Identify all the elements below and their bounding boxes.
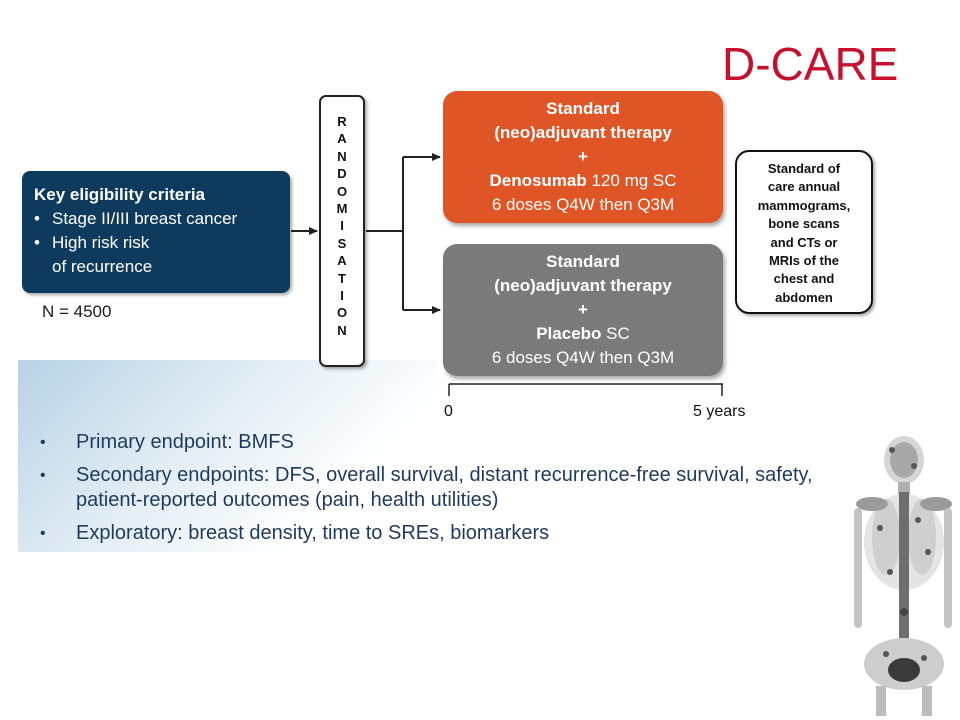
arm-plus: +: [578, 147, 588, 166]
arm-dose: SC: [601, 324, 630, 343]
followup-line: abdomen: [775, 289, 833, 305]
eligibility-heading: Key eligibility criteria: [34, 185, 206, 204]
bullet: •: [34, 233, 40, 252]
timeline-start-label: 0: [444, 403, 453, 420]
randomisation-letter: I: [340, 287, 344, 303]
randomisation-letter: T: [338, 270, 346, 286]
arm-schedule: 6 doses Q4W then Q3M: [491, 195, 675, 214]
arm-line: (neo)adjuvant therapy: [494, 123, 672, 142]
endpoint-text: Secondary endpoints: DFS, overall surviv…: [76, 464, 813, 511]
randomisation-letter: A: [337, 253, 347, 269]
followup-line: bone scans: [768, 216, 840, 232]
randomisation-letter: N: [337, 322, 347, 338]
bullet: •: [40, 467, 46, 484]
endpoints-list: • Primary endpoint: BMFS • Secondary end…: [40, 430, 860, 554]
followup-line: MRIs of the: [768, 253, 840, 269]
eligibility-item-text: High risk risk: [52, 233, 150, 252]
page-title: D-CARE: [722, 38, 899, 90]
randomisation-letter: S: [337, 235, 347, 251]
arm-line: Standard: [546, 99, 620, 118]
arm-schedule: 6 doses Q4W then Q3M: [491, 348, 675, 367]
randomisation-letter: I: [340, 218, 344, 234]
bone-scan-image: [840, 432, 958, 716]
eligibility-item: • Stage II/III breast cancer: [34, 207, 278, 231]
randomisation-letter: R: [337, 114, 347, 129]
arm-drug: Placebo: [536, 324, 602, 343]
bullet: •: [34, 209, 40, 228]
randomisation-letter: M: [336, 200, 348, 216]
bullet: •: [40, 434, 46, 451]
arm-drug: Denosumab: [489, 171, 587, 190]
list-item: • Primary endpoint: BMFS: [40, 430, 860, 455]
arm-line: Standard: [546, 252, 620, 271]
arm-plus: +: [578, 300, 588, 319]
followup-line: mammograms,: [757, 197, 851, 213]
list-item: • Exploratory: breast density, time to S…: [40, 521, 860, 546]
eligibility-item: • High risk risk: [34, 231, 278, 255]
arm-line: (neo)adjuvant therapy: [494, 276, 672, 295]
endpoint-text: Primary endpoint: BMFS: [76, 431, 294, 453]
followup-line: care annual: [767, 179, 841, 195]
followup-line: Standard of: [767, 161, 841, 176]
background-gradient: [18, 360, 438, 552]
endpoint-text: Exploratory: breast density, time to SRE…: [76, 522, 550, 544]
followup-line: and CTs or: [770, 234, 838, 250]
randomisation-letter: N: [337, 148, 347, 164]
placebo-arm-box: Standard (neo)adjuvant therapy + Placebo…: [443, 244, 723, 376]
followup-box: Standard of care annual mammograms, bone…: [735, 150, 873, 314]
eligibility-item-text: Stage II/III breast cancer: [52, 209, 238, 228]
list-item: • Secondary endpoints: DFS, overall surv…: [40, 463, 860, 513]
eligibility-item-continuation: of recurrence: [52, 257, 153, 276]
randomisation-letter: O: [336, 183, 348, 199]
randomisation-letter: O: [336, 305, 348, 321]
timeline-end-label: 5 years: [693, 403, 746, 420]
randomisation-letter: A: [337, 131, 347, 147]
arm-dose: 120 mg SC: [586, 171, 677, 190]
followup-line: chest and: [773, 271, 835, 287]
denosumab-arm-box: Standard (neo)adjuvant therapy + Denosum…: [443, 91, 723, 223]
sample-size: N = 4500: [42, 302, 112, 321]
randomisation-letter: D: [337, 166, 347, 182]
bullet: •: [40, 525, 46, 542]
eligibility-box: Key eligibility criteria • Stage II/III …: [22, 171, 290, 293]
